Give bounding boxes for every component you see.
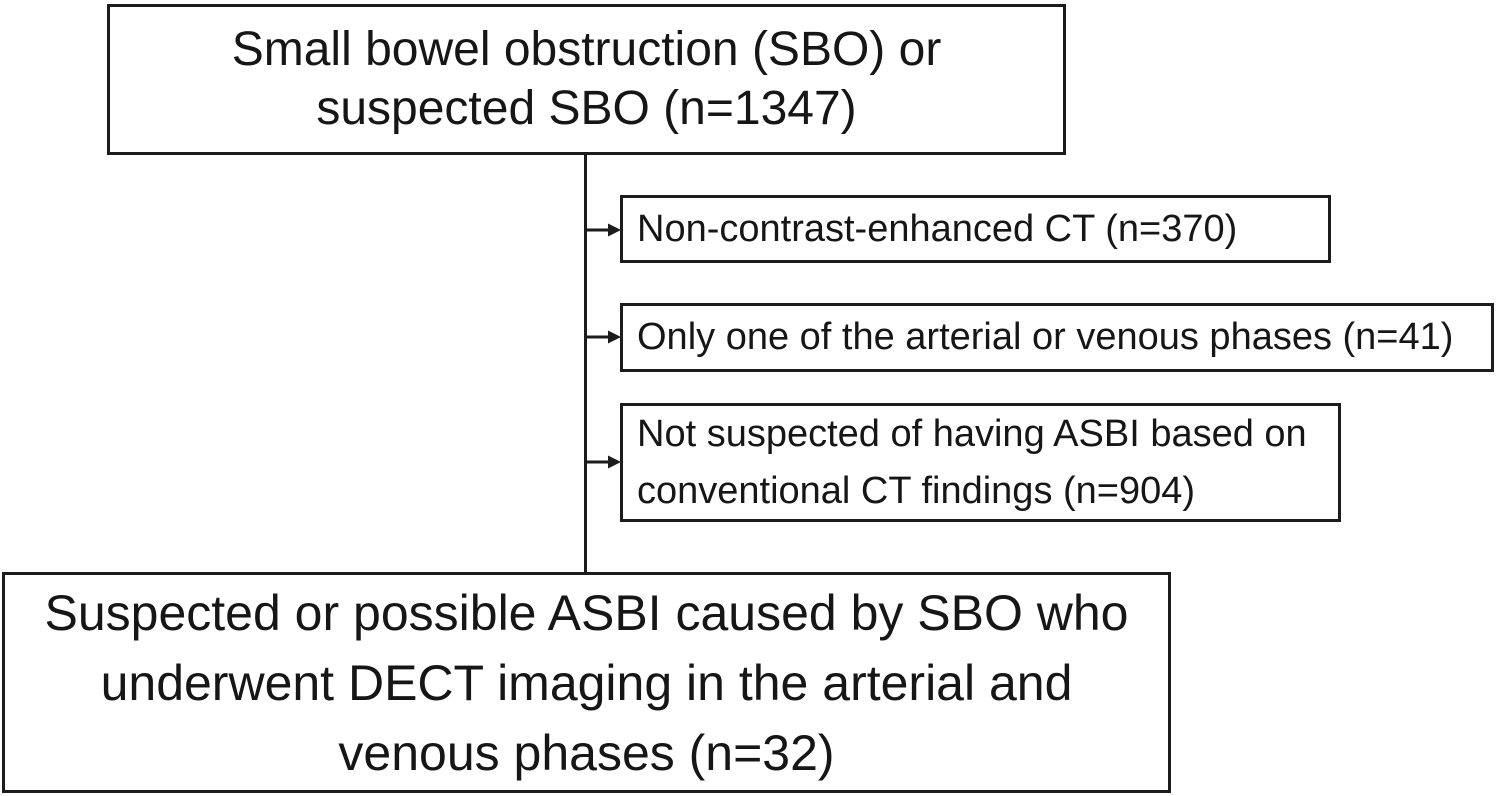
node-exclusion-noncontrast-ct: Non-contrast-enhanced CT (n=370) — [620, 195, 1331, 263]
node-exclusion-single-phase: Only one of the arterial or venous phase… — [620, 303, 1494, 372]
node-final-cohort-text: Suspected or possible ASBI caused by SBO… — [44, 584, 1129, 781]
node-final-cohort: Suspected or possible ASBI caused by SBO… — [2, 572, 1171, 793]
node-population: Small bowel obstruction (SBO) or suspect… — [107, 4, 1066, 155]
arrow-to-exclusion-1 — [585, 223, 621, 237]
node-exclusion-not-suspected-asbi-text: Not suspected of having ASBI based on co… — [637, 413, 1307, 512]
node-exclusion-noncontrast-ct-text: Non-contrast-enhanced CT (n=370) — [637, 207, 1238, 250]
node-exclusion-single-phase-text: Only one of the arterial or venous phase… — [637, 316, 1454, 359]
node-exclusion-not-suspected-asbi: Not suspected of having ASBI based on co… — [620, 403, 1341, 522]
arrow-to-exclusion-3 — [585, 455, 621, 469]
arrow-to-exclusion-2 — [585, 330, 621, 344]
node-population-text: Small bowel obstruction (SBO) or suspect… — [231, 22, 942, 135]
